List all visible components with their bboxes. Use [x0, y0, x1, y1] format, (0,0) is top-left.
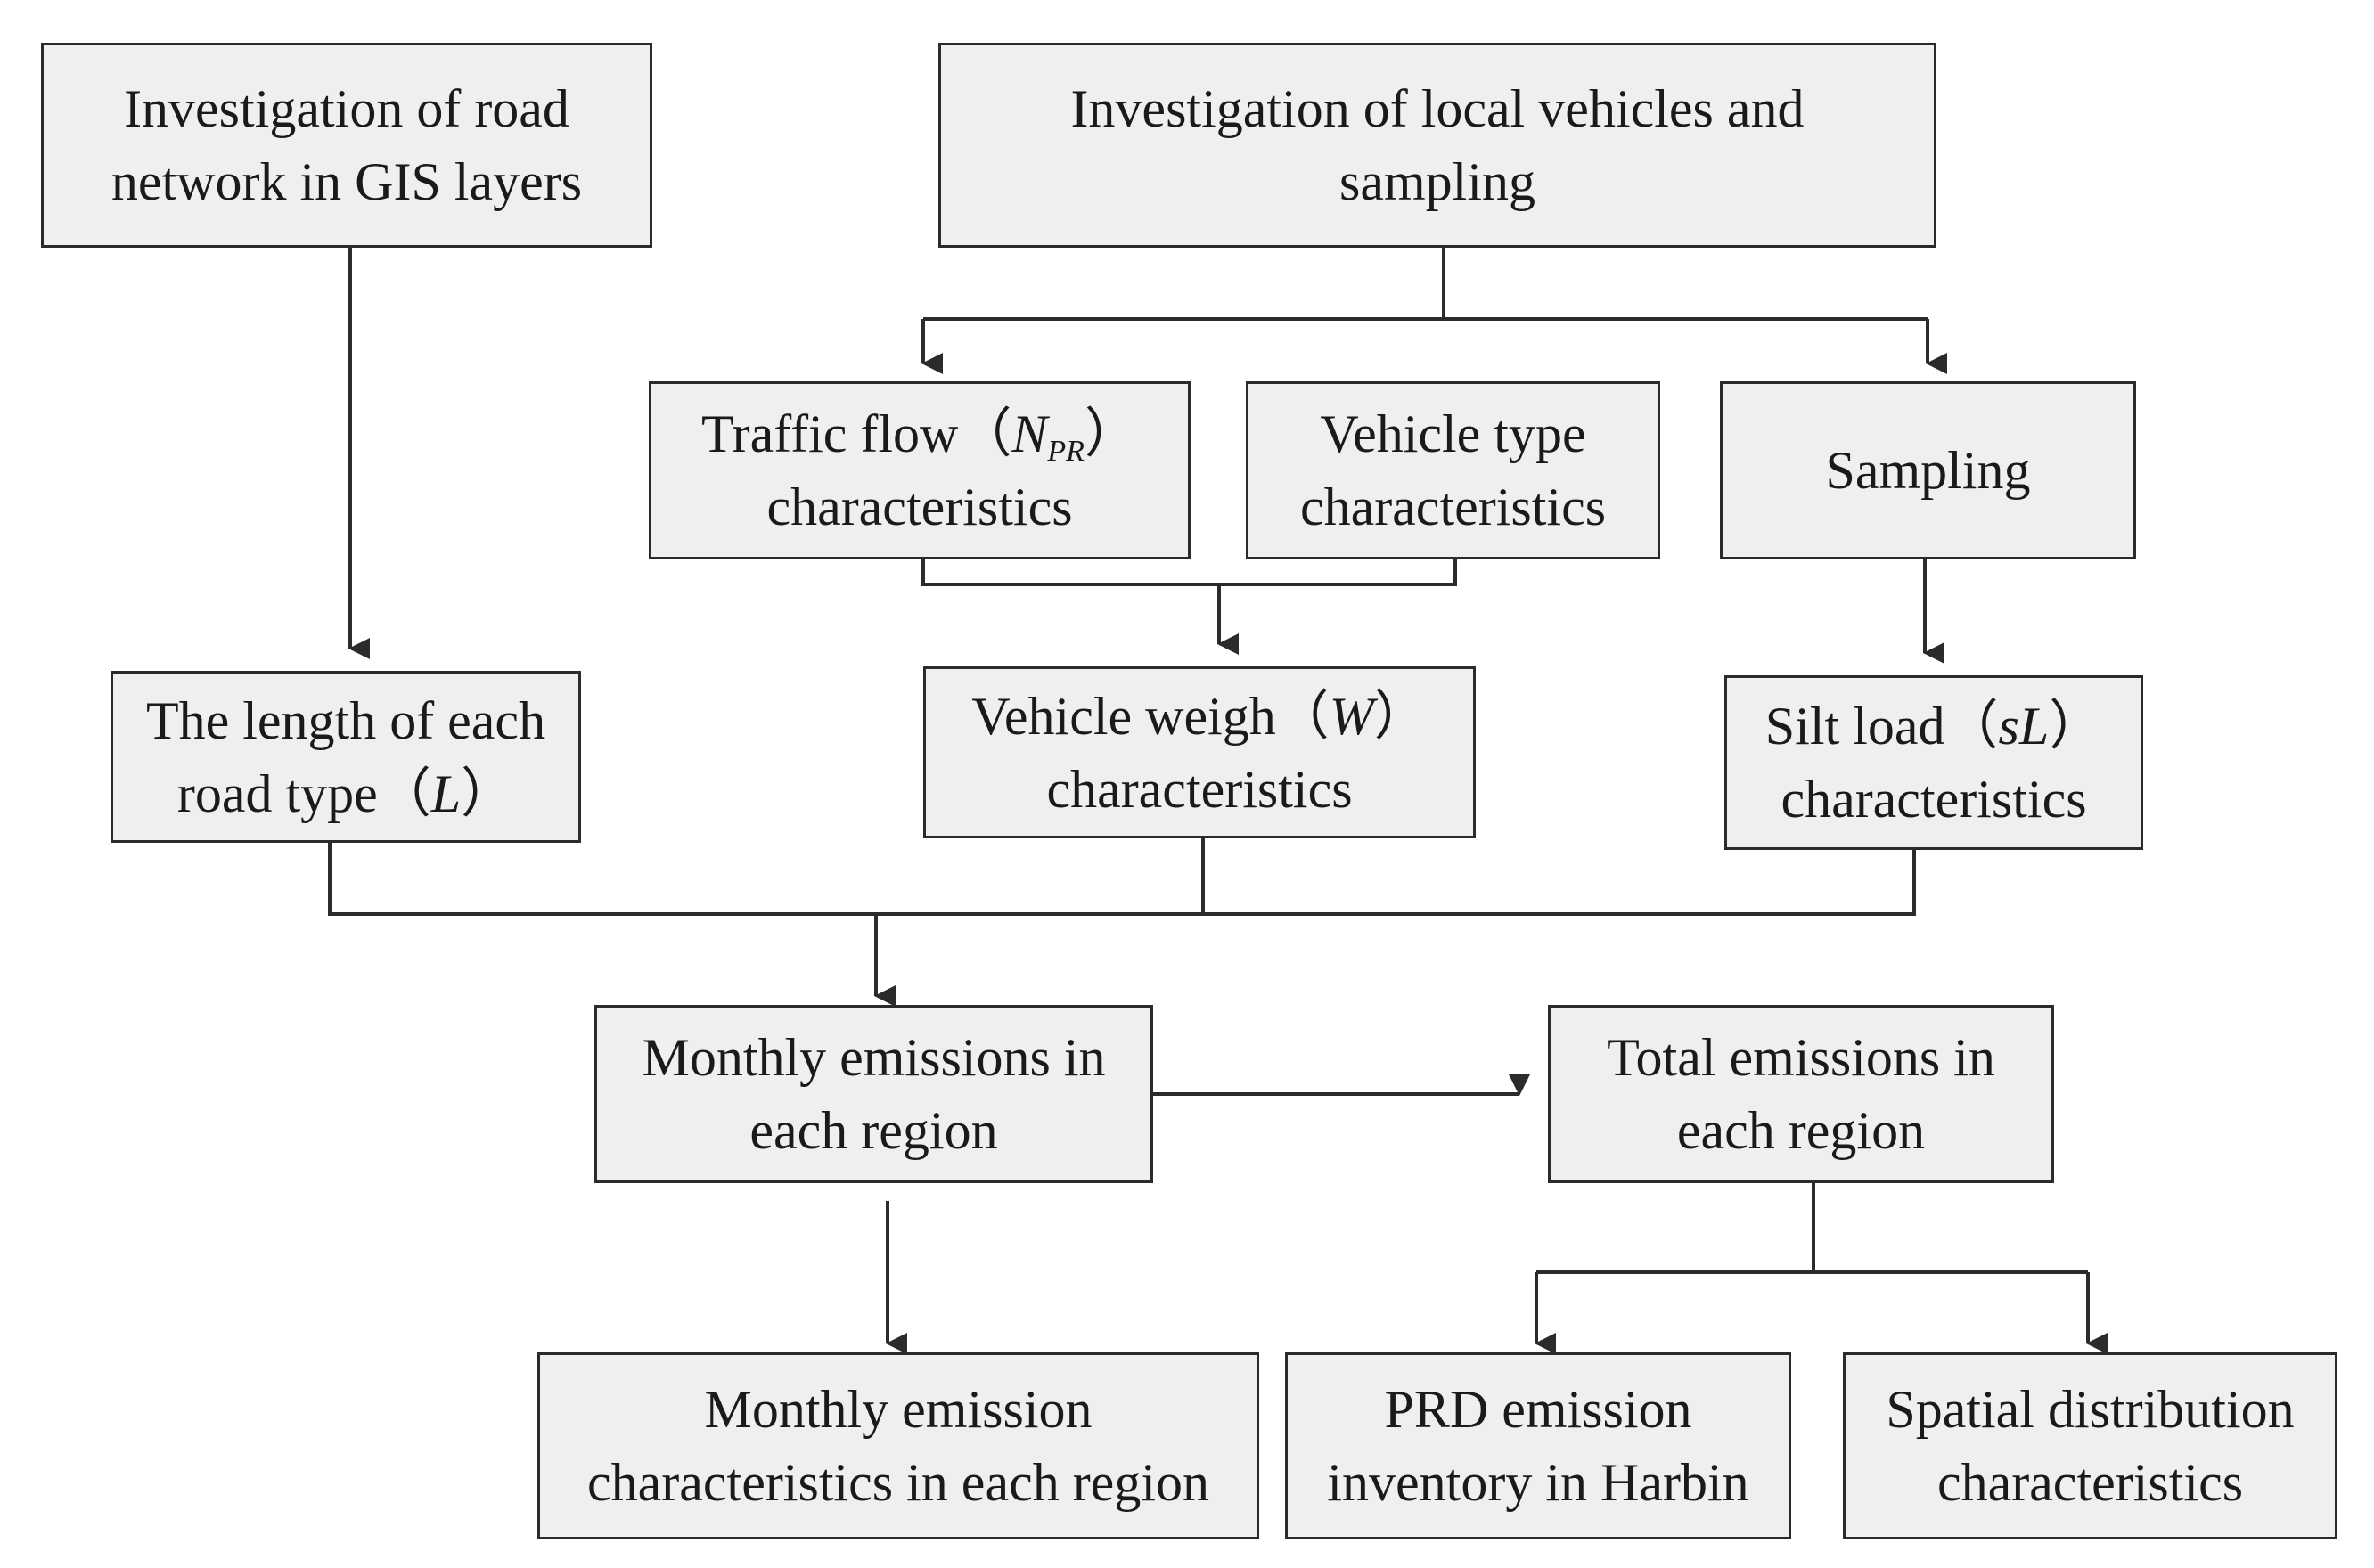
node-vehicle-type-line2: characteristics [1299, 478, 1607, 536]
node-vehicle-type-line1: Vehicle type [1320, 404, 1586, 463]
node-vehicle-weigh: Vehicle weigh（W） characteristics [923, 666, 1476, 838]
node-road-length-line1: The length of each [145, 690, 546, 750]
node-local-vehicles-line1: Investigation of local vehicles and [1070, 79, 1805, 138]
node-road-network-line2: network in GIS layers [111, 152, 583, 211]
vehicle-weigh-label: Vehicle weigh [971, 686, 1276, 746]
silt-load-open-paren: （ [1944, 697, 1999, 755]
node-vehicle-type: Vehicle type characteristics [1246, 381, 1660, 559]
node-prd-inventory: PRD emission inventory in Harbin [1285, 1352, 1791, 1539]
silt-load-close-paren: ） [2049, 697, 2103, 755]
edge-inputs-merge [328, 843, 1916, 916]
node-vehicle-weigh-line1: Vehicle weigh（W） [971, 680, 1428, 753]
road-length-label: road type [176, 764, 378, 823]
traffic-flow-variable: N [1011, 404, 1048, 463]
node-traffic-flow: Traffic flow（NPR） characteristics [649, 381, 1191, 559]
vehicle-weigh-open-paren: （ [1275, 686, 1330, 746]
node-silt-load-line2: characteristics [1780, 770, 2087, 829]
node-traffic-flow-line2: characteristics [766, 478, 1073, 536]
vehicle-weigh-close-paren: ） [1373, 686, 1428, 746]
node-spatial-distribution: Spatial distribution characteristics [1843, 1352, 2337, 1539]
traffic-flow-subscript: PR [1047, 435, 1085, 468]
road-length-close-paren: ） [461, 764, 515, 823]
silt-load-label: Silt load [1764, 697, 1945, 755]
road-length-variable: L [430, 764, 462, 823]
node-spatial-distribution-line1: Spatial distribution [1886, 1380, 2295, 1439]
node-silt-load: Silt load（sL） characteristics [1724, 675, 2143, 850]
node-spatial-distribution-line2: characteristics [1936, 1453, 2244, 1512]
node-road-length: The length of each road type（L） [111, 671, 581, 843]
node-monthly-emissions: Monthly emissions in each region [594, 1005, 1153, 1183]
traffic-flow-close-paren: ） [1084, 404, 1138, 463]
edge-traffic-type-merge [921, 559, 1457, 586]
node-sampling: Sampling [1720, 381, 2136, 559]
node-silt-load-line1: Silt load（sL） [1765, 690, 2102, 763]
node-vehicle-weigh-line2: characteristics [1046, 759, 1353, 819]
traffic-flow-open-paren: （ [958, 404, 1012, 463]
node-monthly-emissions-line1: Monthly emissions in [642, 1028, 1106, 1087]
node-road-network-line1: Investigation of road [124, 79, 569, 138]
node-monthly-characteristics-line2: characteristics in each region [587, 1453, 1209, 1512]
silt-load-variable: sL [1998, 697, 2050, 755]
node-prd-inventory-line1: PRD emission [1384, 1380, 1692, 1439]
node-monthly-characteristics-line1: Monthly emission [704, 1380, 1093, 1439]
node-total-emissions-line1: Total emissions in [1607, 1028, 1995, 1087]
node-total-emissions: Total emissions in each region [1548, 1005, 2054, 1183]
road-length-open-paren: （ [377, 764, 431, 823]
node-traffic-flow-line1: Traffic flow（NPR） [701, 397, 1138, 470]
node-road-network: Investigation of road network in GIS lay… [41, 43, 652, 248]
node-sampling-line1: Sampling [1825, 441, 2031, 500]
node-local-vehicles-line2: sampling [1339, 152, 1535, 211]
node-prd-inventory-line2: inventory in Harbin [1327, 1453, 1749, 1512]
node-monthly-characteristics: Monthly emission characteristics in each… [537, 1352, 1259, 1539]
traffic-flow-label: Traffic flow [701, 404, 959, 463]
node-total-emissions-line2: each region [1676, 1101, 1926, 1160]
node-local-vehicles: Investigation of local vehicles and samp… [938, 43, 1936, 248]
vehicle-weigh-variable: W [1329, 686, 1374, 746]
node-road-length-line2: road type（L） [177, 757, 514, 830]
node-monthly-emissions-line2: each region [749, 1101, 998, 1160]
